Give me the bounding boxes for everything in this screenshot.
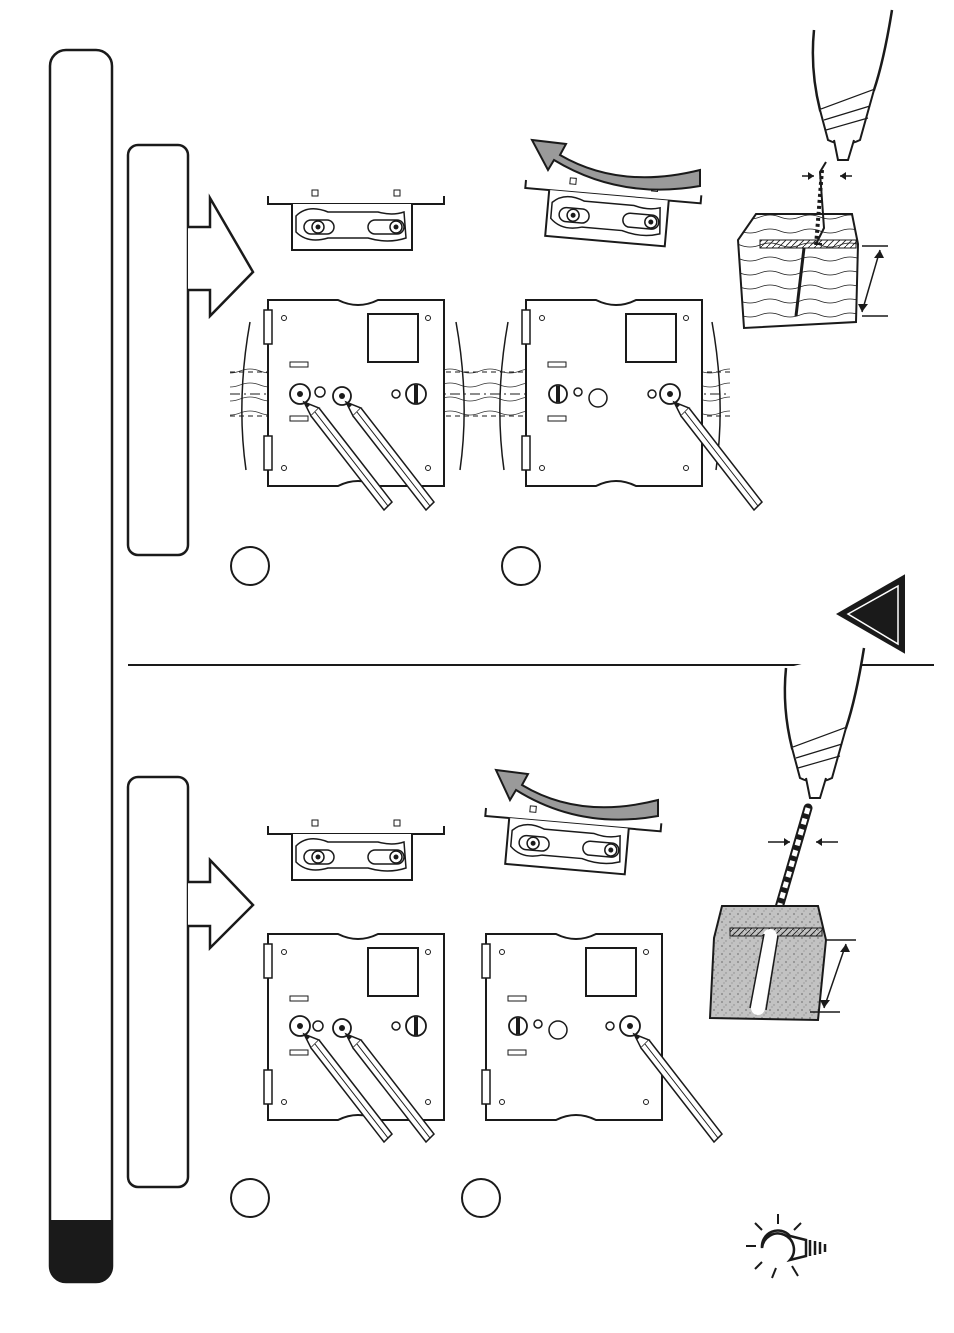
section-label-box xyxy=(128,145,188,555)
step-marker-1 xyxy=(231,1179,269,1217)
drill-icon xyxy=(785,648,864,798)
arrow-right-icon xyxy=(188,198,253,316)
section-label-box xyxy=(128,777,188,1187)
drill-masonry-detail xyxy=(710,648,864,1020)
bracket-profile-a xyxy=(268,820,444,880)
drill-icon xyxy=(813,10,892,160)
step-marker-2 xyxy=(462,1179,500,1217)
page-number-tab xyxy=(50,1220,112,1282)
lightbulb-icon xyxy=(746,1214,825,1278)
bracket-plate-b xyxy=(522,300,702,486)
section-masonry xyxy=(128,648,864,1278)
curved-arrow-icon xyxy=(496,770,658,820)
section-wood xyxy=(128,10,904,652)
side-tab xyxy=(50,50,112,1282)
drill-wood-detail xyxy=(738,10,892,328)
step-marker-2 xyxy=(502,547,540,585)
curved-arrow-icon xyxy=(532,140,700,190)
arrow-right-icon xyxy=(188,860,253,948)
step-marker-1 xyxy=(231,547,269,585)
bracket-plate-b xyxy=(482,934,662,1120)
bracket-profile-a xyxy=(268,190,444,250)
